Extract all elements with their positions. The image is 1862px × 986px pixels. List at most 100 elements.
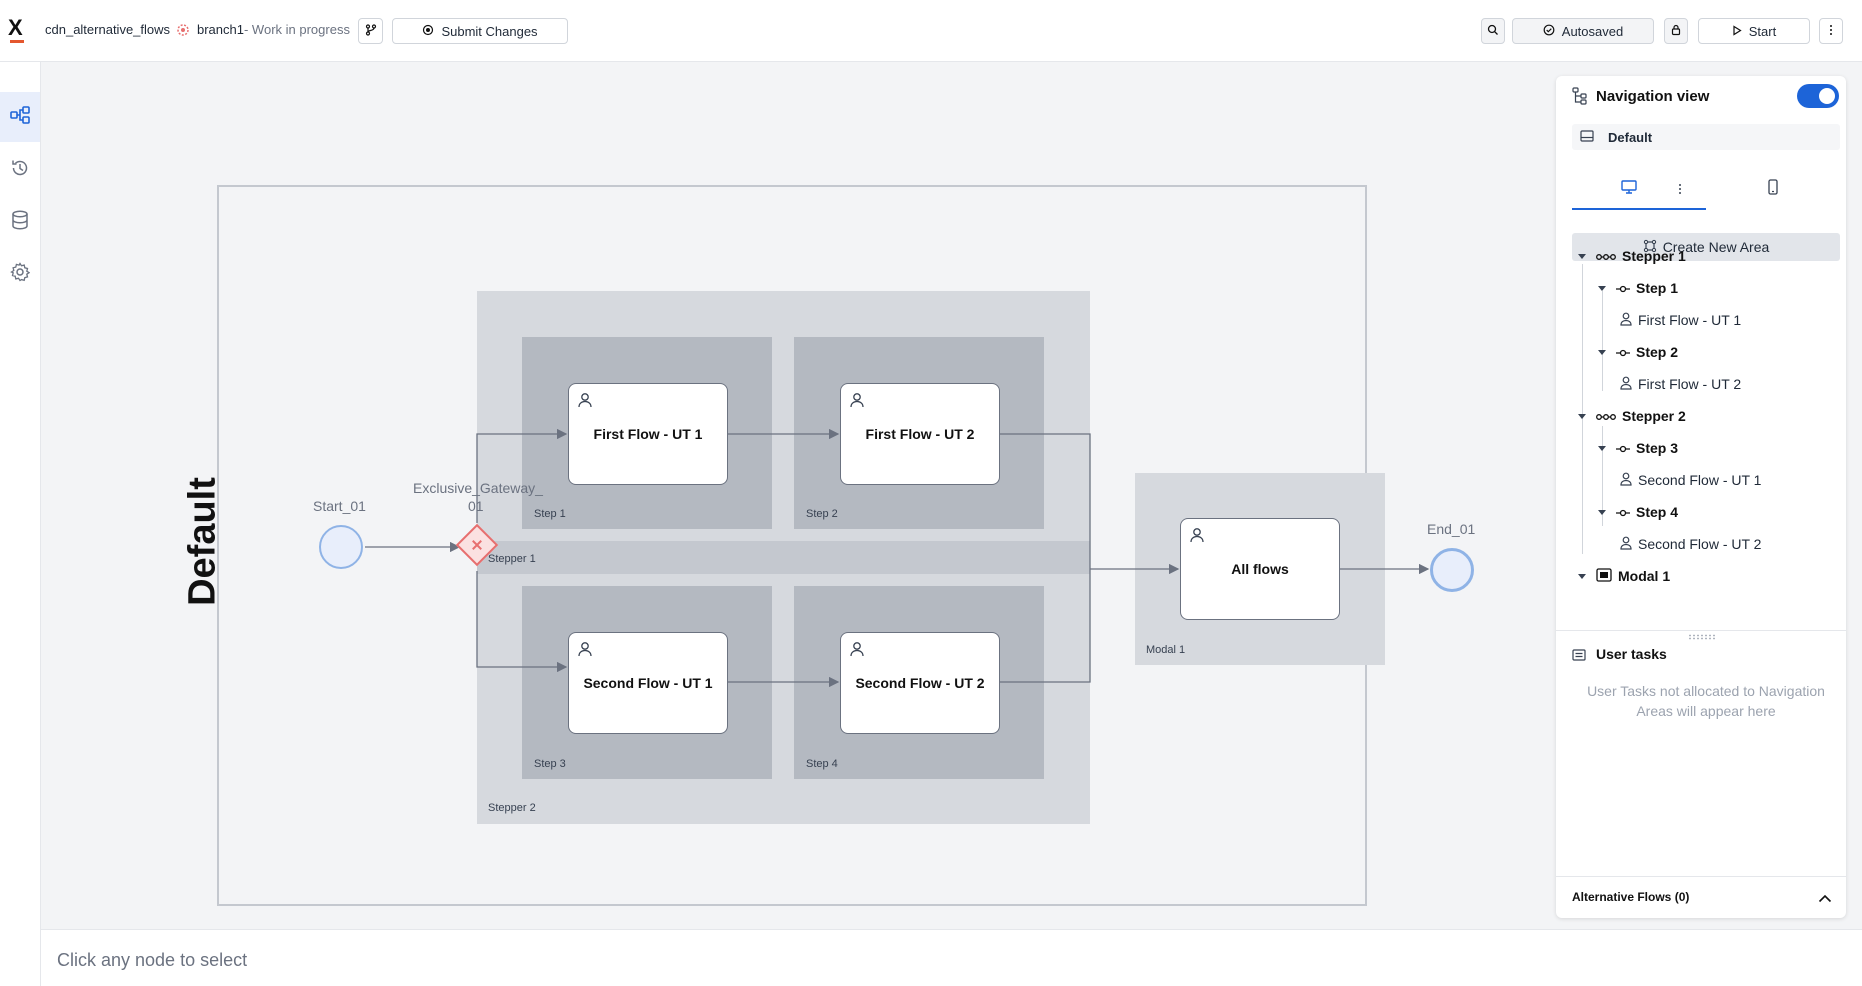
tree-item-label: Step 3 [1636,440,1679,456]
history-icon [10,158,30,183]
process-name[interactable]: cdn_alternative_flows [45,22,171,37]
lock-button[interactable] [1664,18,1688,44]
tab-mobile[interactable] [1706,170,1840,208]
task-label: Second Flow - UT 1 [583,675,713,691]
sidebar-item-process[interactable] [0,92,40,142]
branch-label[interactable]: branch1- Work in progress [197,22,350,37]
user-icon [1620,312,1632,329]
chevron-down-icon[interactable] [1578,573,1586,579]
chevron-down-icon[interactable] [1578,253,1586,259]
chevron-down-icon[interactable] [1598,509,1606,515]
start-button[interactable]: Start [1698,18,1810,44]
tree-item-label: Step 2 [1636,344,1679,360]
gateway-label-line1: Exclusive_Gateway_ [413,480,543,496]
modal-1-label: Modal 1 [1146,644,1186,656]
step-3-label: Step 3 [534,758,566,770]
chevron-down-icon[interactable] [1578,413,1586,419]
tree-item-modal[interactable]: Modal 1 [1578,566,1670,586]
tree-guide [1602,291,1603,391]
tree-item-user-task[interactable]: First Flow - UT 1 [1620,310,1741,330]
tree-item-stepper[interactable]: Stepper 1 [1578,246,1686,266]
tree-item-user-task[interactable]: Second Flow - UT 1 [1620,470,1761,490]
user-icon [1189,527,1205,546]
submit-changes-button[interactable]: Submit Changes [392,18,568,44]
user-icon [849,641,865,660]
user-task[interactable]: Second Flow - UT 1 [568,632,728,734]
alternative-flows-bar[interactable]: Alternative Flows (0) [1556,876,1846,918]
tree-item-label: Second Flow - UT 1 [1638,472,1762,488]
start-event-label: Start_01 [313,498,366,514]
tree-guide [1602,426,1603,526]
gateway-label-line2: 01 [468,498,484,514]
tree-item-step[interactable]: Step 1 [1598,278,1678,298]
tree-item-label: Step 1 [1636,280,1679,296]
submit-changes-label: Submit Changes [441,23,538,39]
chevron-down-icon[interactable] [1598,349,1606,355]
step-icon [1616,280,1630,296]
end-event[interactable] [1430,548,1474,592]
branch-switch-button[interactable] [358,18,383,44]
exclusive-gateway[interactable] [455,523,499,567]
sidebar-item-data[interactable] [0,197,40,247]
task-label: First Flow - UT 2 [865,426,975,442]
user-task[interactable]: Second Flow - UT 2 [840,632,1000,734]
tree-item-user-task[interactable]: Second Flow - UT 2 [1620,534,1761,554]
tree-guide [1582,264,1583,554]
tree-item-label: First Flow - UT 2 [1638,376,1742,392]
tab-desktop[interactable] [1572,170,1706,208]
app-logo[interactable]: X [8,17,28,44]
play-icon [1732,24,1742,39]
search-button[interactable] [1481,18,1505,44]
create-new-area-button[interactable]: Create New Area [1572,233,1840,261]
navigation-panel: Navigation view Default Create New Area … [1556,76,1846,918]
alternative-flows-label: Alternative Flows (0) [1572,890,1690,904]
task-label: Second Flow - UT 2 [855,675,985,691]
user-task[interactable]: All flows [1180,518,1340,620]
tree-item-step[interactable]: Step 4 [1598,502,1678,522]
tree-item-stepper[interactable]: Stepper 2 [1578,406,1686,426]
user-icon [577,641,593,660]
gateway-x-icon [461,532,490,561]
mobile-icon [1768,178,1778,200]
resize-handle[interactable] [1556,630,1846,640]
tree-item-step[interactable]: Step 3 [1598,438,1678,458]
platform-value: Default [1608,129,1653,145]
stepper-1-band[interactable] [477,541,1090,574]
user-icon [1620,472,1632,489]
create-area-icon [1643,239,1657,256]
stepper-1-label: Stepper 1 [488,553,536,565]
step-4-label: Step 4 [806,758,838,770]
step-icon [1616,344,1630,360]
tree-item-user-task[interactable]: First Flow - UT 2 [1620,374,1741,394]
tree-item-step[interactable]: Step 2 [1598,342,1678,362]
end-event-label: End_01 [1427,521,1476,537]
tree-item-label: Modal 1 [1618,568,1671,584]
branch-status-icon [176,23,190,42]
user-task[interactable]: First Flow - UT 2 [840,383,1000,485]
left-sidebar [0,62,41,986]
user-icon [1620,376,1632,393]
panel-title: Navigation view [1596,88,1710,105]
create-new-area-label: Create New Area [1662,239,1770,255]
step-2-label: Step 2 [806,508,838,520]
sidebar-item-settings[interactable] [0,249,40,299]
user-task[interactable]: First Flow - UT 1 [568,383,728,485]
start-event[interactable] [319,525,363,569]
tab-options-icon[interactable] [1678,182,1682,200]
chevron-up-icon[interactable] [1818,892,1832,906]
modal-icon [1596,567,1612,585]
navigation-view-toggle[interactable] [1797,84,1839,108]
more-menu-button[interactable] [1819,18,1843,44]
sidebar-item-history[interactable] [0,145,40,195]
chevron-down-icon[interactable] [1598,285,1606,291]
platform-select[interactable]: Default [1572,124,1840,150]
chevron-down-icon[interactable] [1598,445,1606,451]
tree-item-label: Stepper 2 [1622,408,1686,424]
step-icon [1616,440,1630,456]
settings-icon [10,261,31,287]
drag-handle-icon [1688,627,1716,645]
user-icon [1620,536,1632,553]
step-icon [1616,504,1630,520]
search-icon [1487,24,1499,39]
